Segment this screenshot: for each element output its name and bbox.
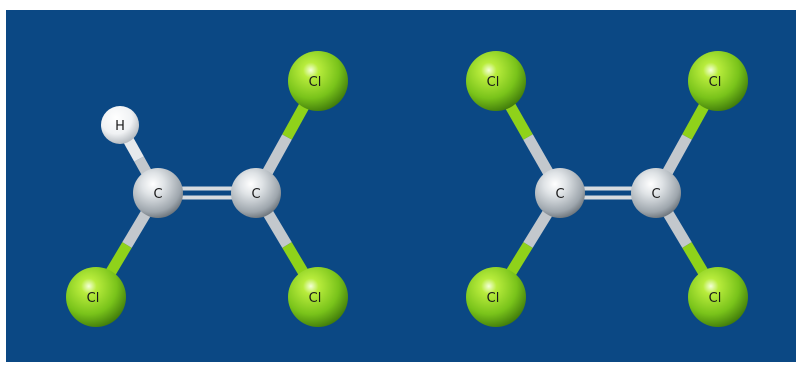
atom-label: Cl <box>487 291 500 306</box>
atom-label: Cl <box>87 291 100 306</box>
atom-label: Cl <box>309 291 322 306</box>
atom-sphere <box>133 168 183 218</box>
atom-cl-m1-5: Cl <box>288 51 348 111</box>
atom-sphere <box>688 51 748 111</box>
atom-label: C <box>555 187 564 202</box>
atom-label: C <box>153 187 162 202</box>
atom-sphere <box>66 267 126 327</box>
atom-label: H <box>115 119 125 134</box>
atom-cl-m1-4: Cl <box>66 267 126 327</box>
atom-cl-m2-6: Cl <box>688 267 748 327</box>
atom-sphere <box>231 168 281 218</box>
atom-cl-m2-3: Cl <box>466 51 526 111</box>
atom-label: Cl <box>709 75 722 90</box>
atom-h-m1-1: H <box>101 106 139 144</box>
atom-cl-m2-5: Cl <box>688 51 748 111</box>
atom-sphere <box>288 51 348 111</box>
atom-label: C <box>251 187 260 202</box>
atom-cl-m1-6: Cl <box>288 267 348 327</box>
atom-label: Cl <box>487 75 500 90</box>
atom-c-m2-2: C <box>631 168 681 218</box>
atom-label: C <box>651 187 660 202</box>
atom-cl-m2-4: Cl <box>466 267 526 327</box>
atom-sphere <box>688 267 748 327</box>
atom-c-m1-3: C <box>231 168 281 218</box>
atom-sphere <box>101 106 139 144</box>
atom-sphere <box>631 168 681 218</box>
atom-label: Cl <box>309 75 322 90</box>
atom-sphere <box>535 168 585 218</box>
atom-c-m2-1: C <box>535 168 585 218</box>
atom-sphere <box>466 267 526 327</box>
atom-c-m1-2: C <box>133 168 183 218</box>
atom-sphere <box>288 267 348 327</box>
atom-sphere <box>466 51 526 111</box>
atom-label: Cl <box>709 291 722 306</box>
